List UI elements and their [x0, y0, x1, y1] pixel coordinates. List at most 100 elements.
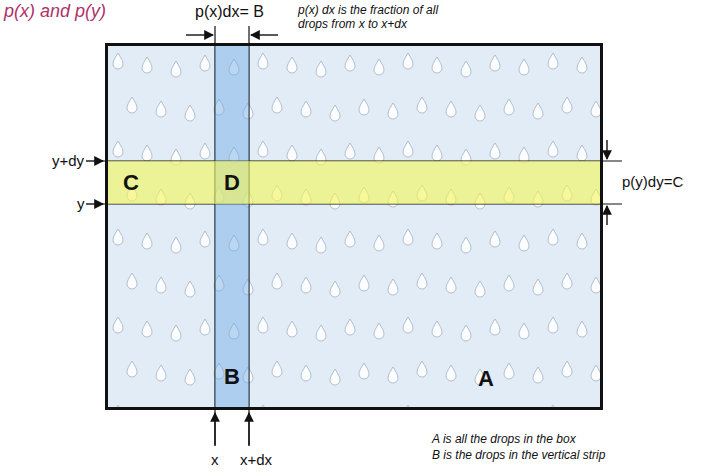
raindrop: [577, 145, 587, 161]
drop-box: A B C: [105, 43, 603, 410]
box-ground: [105, 43, 603, 410]
raindrop: [374, 323, 384, 339]
note: B is the drops in the vertical strip: [432, 449, 605, 463]
raindrop: [258, 141, 268, 157]
raindrop: [490, 319, 500, 335]
raindrop: [258, 405, 268, 407]
raindrop: [142, 233, 152, 249]
raindrop: [432, 233, 442, 249]
raindrop: [258, 229, 268, 245]
raindrop: [403, 317, 413, 333]
raindrop: [446, 365, 456, 381]
dimension-arrows: [86, 35, 607, 446]
raindrop: [562, 97, 572, 113]
raindrop: [345, 55, 355, 71]
raindrop: [519, 323, 529, 339]
raindrop: [330, 281, 340, 297]
raindrop: [562, 273, 572, 289]
raindrop: [432, 57, 442, 73]
raindrop: [490, 55, 500, 71]
raindrop: [127, 361, 137, 377]
raindrop: [577, 57, 587, 73]
raindrop: [388, 279, 398, 295]
raindrop: [591, 365, 600, 381]
raindrop: [345, 319, 355, 335]
raindrop: [388, 103, 398, 119]
raindrop: [156, 277, 166, 293]
raindrop: [403, 229, 413, 245]
axis-label: x: [211, 451, 219, 468]
raindrops: [113, 53, 600, 407]
raindrop: [113, 229, 123, 245]
raindrop: [272, 273, 282, 289]
raindrop: [330, 369, 340, 385]
raindrop: [432, 145, 442, 161]
raindrop: [461, 61, 471, 77]
raindrop: [287, 145, 297, 161]
raindrop: [185, 281, 195, 297]
raindrop: [185, 105, 195, 121]
raindrop: [504, 275, 514, 291]
axis-label: x+dx: [240, 451, 272, 468]
raindrop: [142, 145, 152, 161]
raindrop: [287, 321, 297, 337]
raindrop: [577, 321, 587, 337]
raindrop: [562, 361, 572, 377]
raindrop: [533, 367, 543, 383]
raindrop: [142, 57, 152, 73]
raindrop: [301, 277, 311, 293]
raindrop: [591, 101, 600, 117]
strip-letter: A: [478, 366, 494, 391]
raindrop: [156, 365, 166, 381]
raindrop: [200, 55, 210, 71]
raindrop: [577, 233, 587, 249]
raindrop: [359, 363, 369, 379]
raindrop: [403, 405, 413, 407]
raindrop: [504, 363, 514, 379]
raindrop: [113, 53, 123, 69]
raindrop: [548, 317, 558, 333]
raindrop: [316, 325, 326, 341]
raindrop: [142, 321, 152, 337]
raindrop: [258, 317, 268, 333]
strip-letter: B: [224, 364, 240, 389]
raindrop: [272, 361, 282, 377]
raindrop: [548, 53, 558, 69]
guide-lines: [100, 26, 622, 445]
raindrop: [171, 325, 181, 341]
raindrop: [548, 405, 558, 407]
raindrop: [345, 231, 355, 247]
raindrop: [548, 141, 558, 157]
raindrop: [258, 53, 268, 69]
raindrop: [475, 281, 485, 297]
raindrop: [533, 279, 543, 295]
raindrop: [171, 61, 181, 77]
raindrop: [287, 233, 297, 249]
raindrop: [272, 97, 282, 113]
raindrop: [113, 405, 123, 407]
strip-letter: C: [123, 170, 139, 195]
raindrop: [417, 273, 427, 289]
raindrop: [359, 99, 369, 115]
note: A is all the drops in the box: [432, 433, 576, 447]
raindrop: [548, 229, 558, 245]
raindrop: [403, 141, 413, 157]
raindrop: [446, 277, 456, 293]
raindrop: [490, 143, 500, 159]
raindrop: [316, 61, 326, 77]
axis-label: y+dy: [52, 152, 84, 169]
raindrop: [446, 101, 456, 117]
raindrop: [113, 141, 123, 157]
intersection-letter: D: [224, 170, 240, 195]
raindrop: [374, 235, 384, 251]
raindrop: [287, 57, 297, 73]
raindrop: [417, 361, 427, 377]
horizontal-strip: C: [108, 161, 600, 204]
raindrop: [519, 235, 529, 251]
raindrop: [113, 317, 123, 333]
raindrop: [171, 237, 181, 253]
raindrop: [403, 53, 413, 69]
raindrop: [330, 105, 340, 121]
raindrop: [359, 275, 369, 291]
raindrop: [591, 277, 600, 293]
